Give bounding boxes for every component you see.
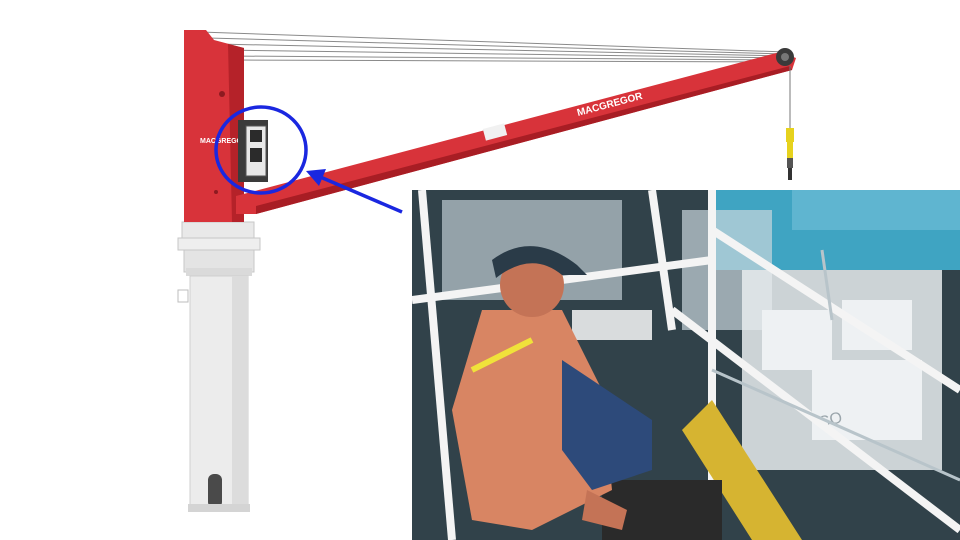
pointer-arrow: [306, 169, 403, 214]
operator-figure: [452, 246, 652, 530]
crane-boom: MACGREGOR: [236, 48, 796, 214]
crane-tower: MACGREGOR: [184, 30, 247, 222]
rigging-wires: [199, 31, 787, 63]
operator-cab-photo-illustration: CO: [412, 190, 960, 540]
crane-pedestal: [177, 221, 261, 512]
tower-brand-text: MACGREGOR: [200, 138, 247, 145]
highlight-circle: [214, 105, 308, 195]
operator-cab-photo: CO: [412, 190, 960, 540]
pedestal-hatch: [208, 474, 222, 508]
crane-hook: [786, 66, 794, 180]
control-cab: [238, 120, 268, 182]
